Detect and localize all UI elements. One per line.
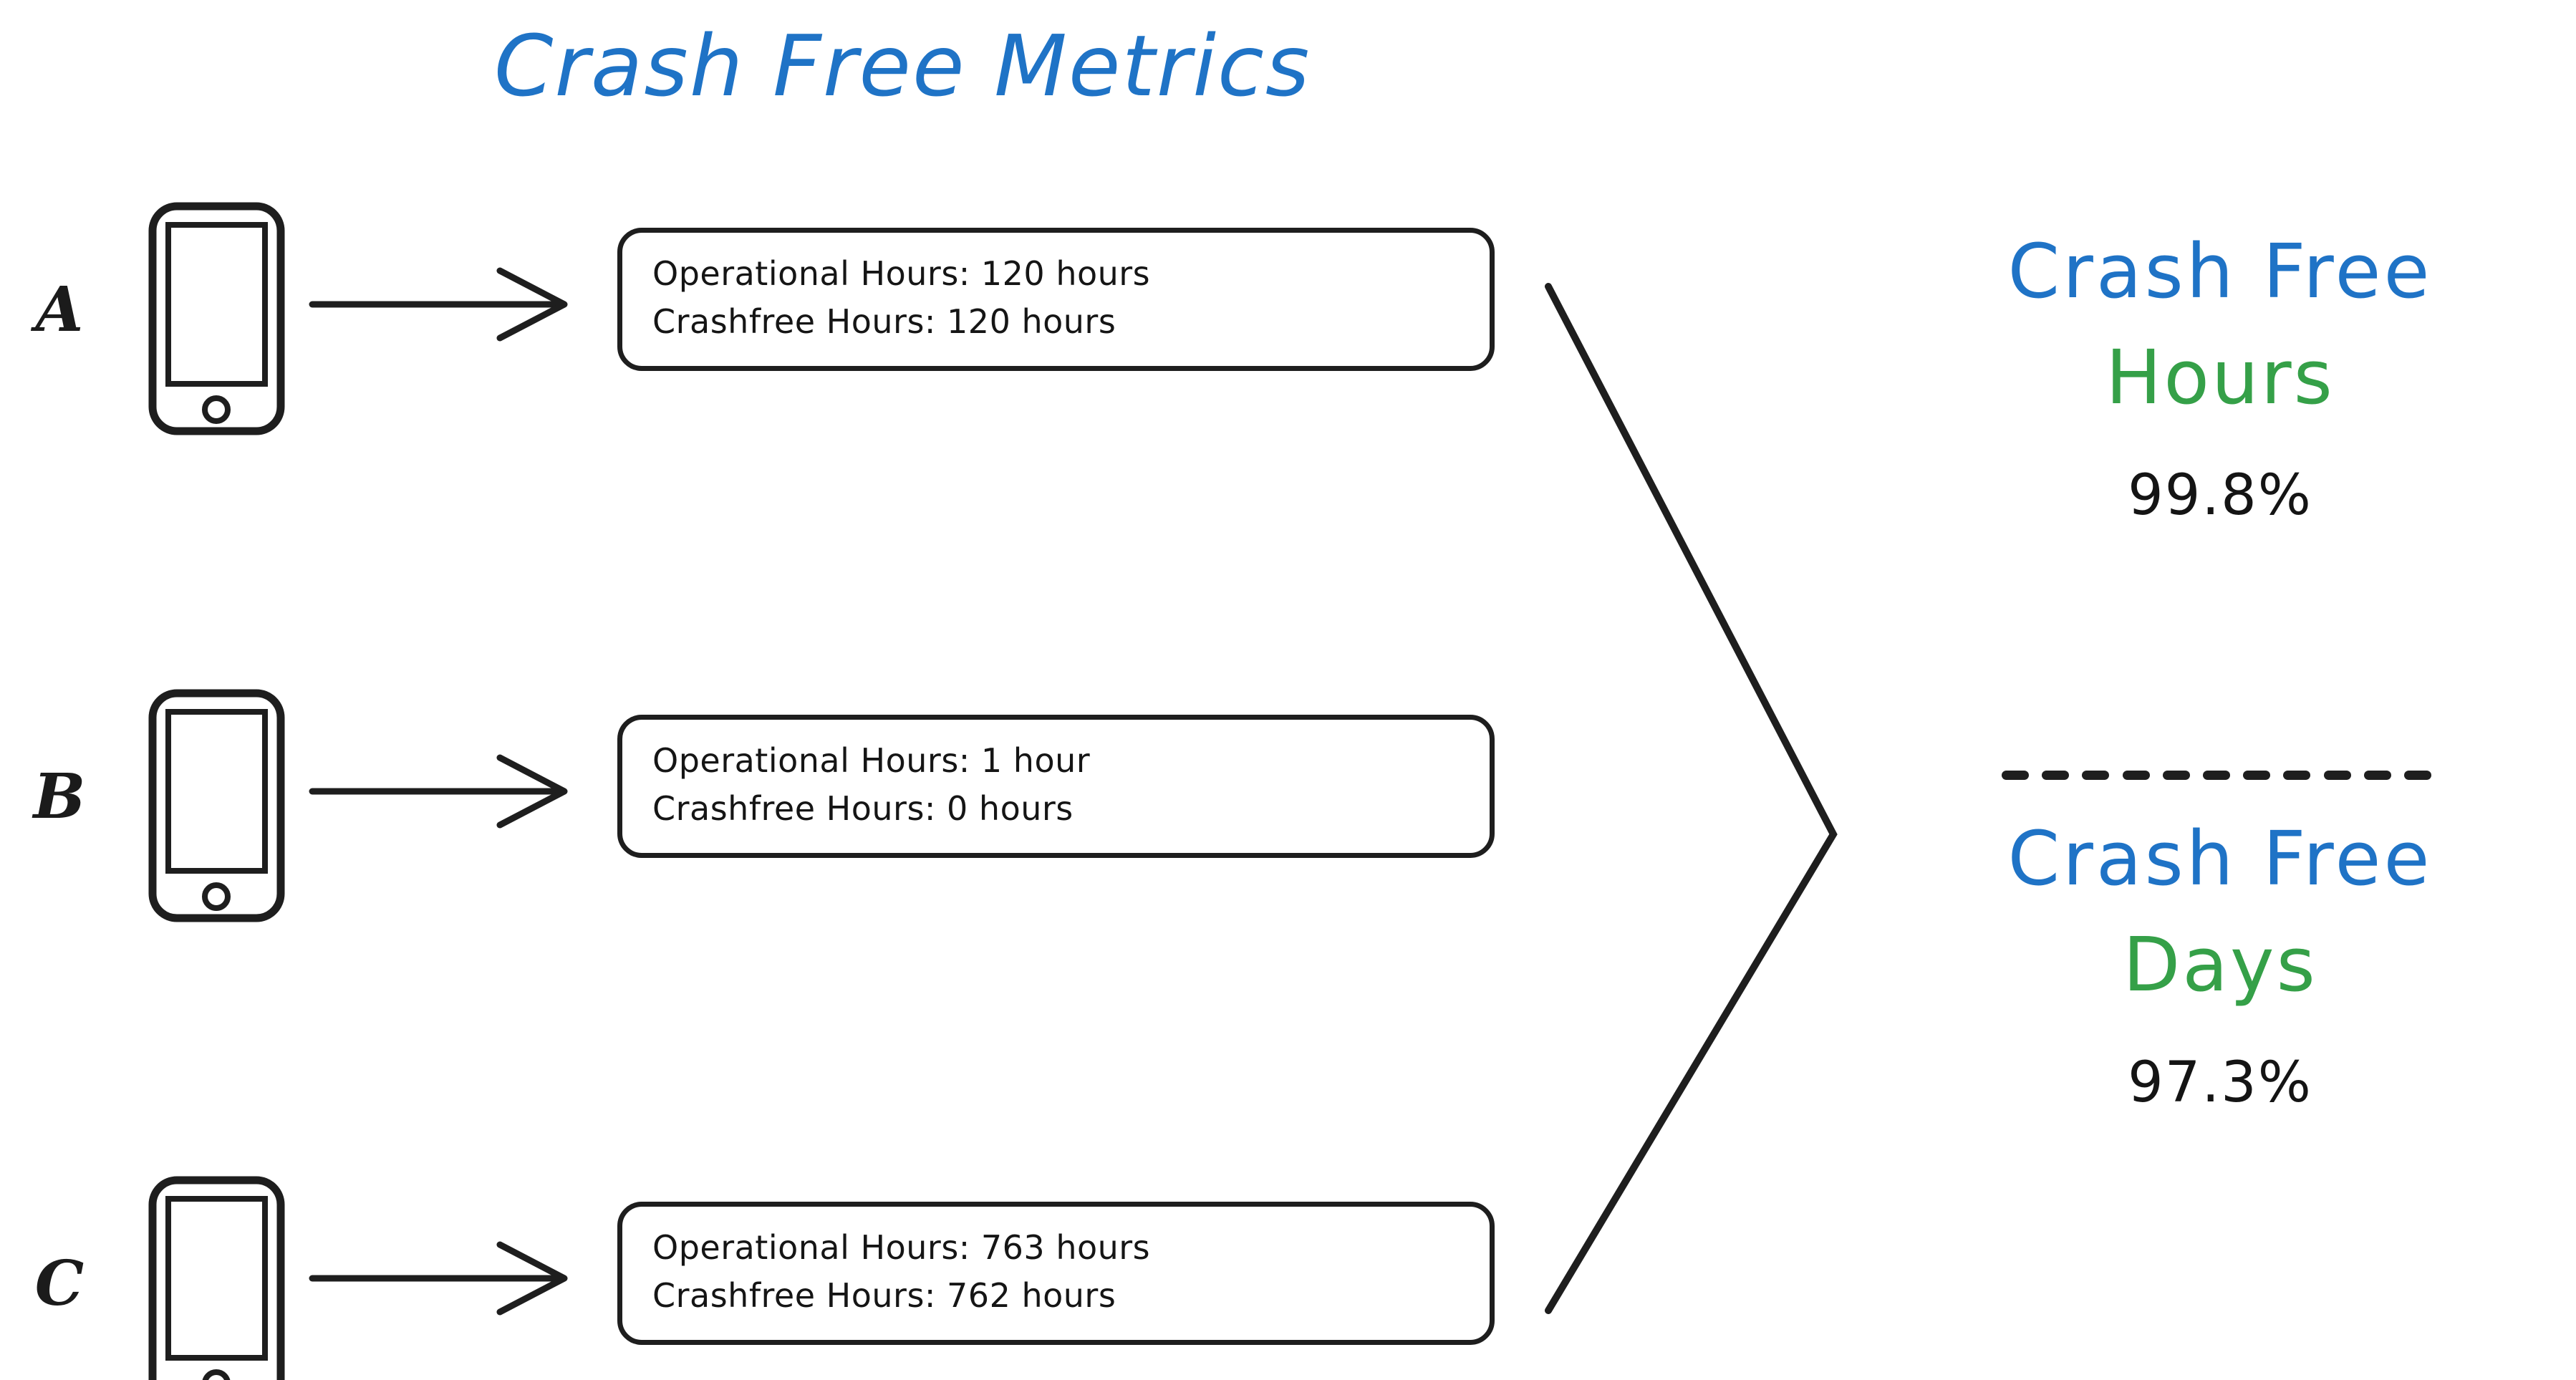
device-label-c: C <box>34 1248 85 1320</box>
mobile-phone-icon <box>147 1174 286 1380</box>
divider-dash <box>2403 770 2431 780</box>
operational-hours-b: Operational Hours: 1 hour <box>652 741 1091 780</box>
right-arrow-icon <box>308 752 573 831</box>
converging-bracket-icon <box>1518 258 1876 1332</box>
crash-free-hours-unit: Hours <box>2105 333 2335 421</box>
crash-free-hours-block: Crash Free Hours 99.8% <box>1898 228 2542 528</box>
divider-dash <box>2122 770 2150 780</box>
crash-free-days-value: 97.3% <box>2128 1050 2312 1115</box>
right-arrow-icon <box>308 1239 573 1318</box>
divider-dash <box>2243 770 2271 780</box>
mobile-phone-icon <box>147 201 286 437</box>
results-panel: Crash Free Hours 99.8% Crash Free Days 9… <box>1898 215 2576 1380</box>
divider-dash <box>2162 770 2190 780</box>
device-row: A Operational Hours: 120 hours Crashfree… <box>0 179 1576 465</box>
divider-dash <box>2002 770 2029 780</box>
device-row: C Operational Hours: 763 hours Crashfree… <box>0 1153 1576 1380</box>
divider-dash <box>2042 770 2070 780</box>
divider-dash <box>2202 770 2230 780</box>
crashfree-hours-c: Crashfree Hours: 762 hours <box>652 1275 1116 1315</box>
crash-free-hours-value: 99.8% <box>2128 463 2312 528</box>
operational-hours-a: Operational Hours: 120 hours <box>652 254 1151 293</box>
divider-dash <box>2323 770 2351 780</box>
device-label-b: B <box>33 761 86 833</box>
crashfree-hours-a: Crashfree Hours: 120 hours <box>652 301 1116 341</box>
right-arrow-icon <box>308 265 573 344</box>
device-row: B Operational Hours: 1 hour Crashfree Ho… <box>0 666 1576 952</box>
crash-free-days-title: Crash Free <box>2007 815 2433 902</box>
metric-box-c: Operational Hours: 763 hours Crashfree H… <box>617 1202 1495 1345</box>
metric-box-b: Operational Hours: 1 hour Crashfree Hour… <box>617 715 1495 858</box>
page-title: Crash Free Metrics <box>494 16 1311 115</box>
crashfree-hours-b: Crashfree Hours: 0 hours <box>652 788 1074 828</box>
crash-free-days-block: Crash Free Days 97.3% <box>1898 815 2542 1115</box>
divider-dash <box>2082 770 2110 780</box>
divider-dash <box>2363 770 2391 780</box>
operational-hours-c: Operational Hours: 763 hours <box>652 1228 1151 1267</box>
crash-free-days-unit: Days <box>2123 920 2317 1008</box>
mobile-phone-icon <box>147 687 286 924</box>
dashed-divider <box>2002 768 2431 782</box>
metric-box-a: Operational Hours: 120 hours Crashfree H… <box>617 228 1495 371</box>
device-label-a: A <box>35 274 84 346</box>
divider-dash <box>2283 770 2311 780</box>
crash-free-hours-title: Crash Free <box>2007 228 2433 315</box>
